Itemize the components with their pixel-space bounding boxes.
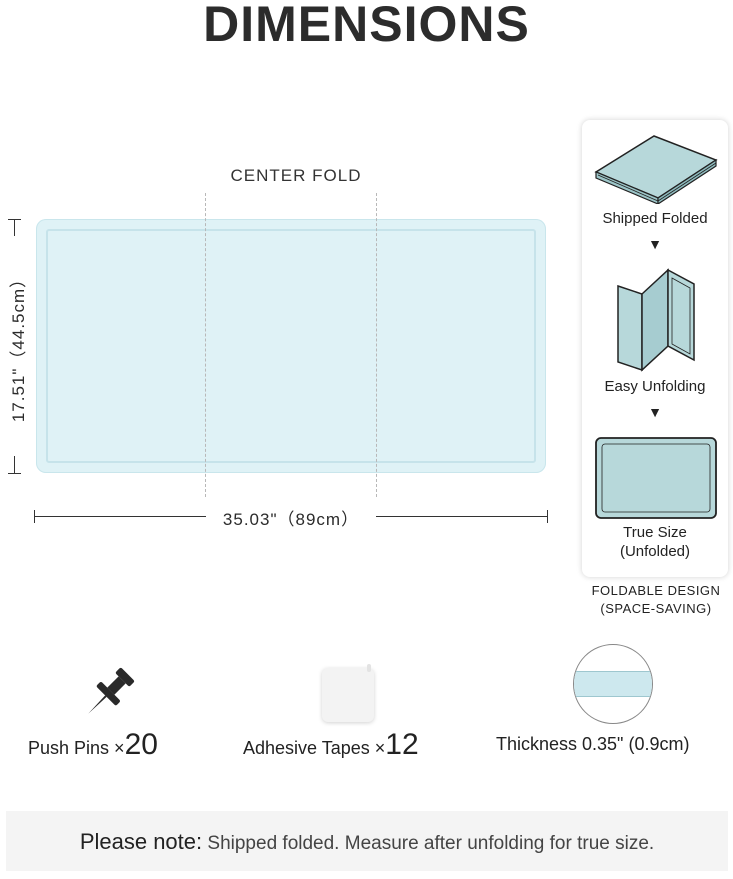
note-body: Shipped folded. Measure after unfolding …	[202, 833, 655, 854]
page-title: DIMENSIONS	[203, 0, 530, 52]
thickness-sample-icon	[573, 644, 653, 724]
step-true-size: True Size	[623, 524, 687, 541]
folded-mat-icon	[594, 135, 718, 204]
mat-inner-border	[46, 229, 536, 463]
height-dimension-label: 17.51"（44.5cm）	[4, 236, 28, 456]
push-pins-count: 20	[124, 728, 158, 761]
thickness-label: Thickness 0.35" (0.9cm)	[496, 734, 690, 754]
fold-line-left	[205, 193, 206, 497]
space-saving-caption: (SPACE-SAVING)	[600, 601, 712, 616]
fold-line-right	[376, 193, 377, 497]
note-text: Please note: Shipped folded. Measure aft…	[6, 829, 728, 855]
arrow-down-icon: ▼	[648, 236, 662, 252]
width-dimension-label: 35.03"（89cm）	[206, 505, 376, 530]
note-bar	[6, 811, 728, 871]
push-pins-label: Push Pins ×	[28, 738, 125, 758]
tapes-label: Adhesive Tapes ×	[243, 738, 386, 758]
height-dimension-cap-top	[8, 219, 21, 220]
height-dimension-cap-bottom	[8, 473, 21, 474]
step-true-size-unfolded: (Unfolded)	[619, 543, 691, 560]
arrow-down-icon: ▼	[648, 404, 662, 420]
tapes-count: 12	[385, 728, 419, 761]
unfolding-mat-icon	[617, 268, 695, 372]
true-size-mat-icon	[595, 437, 717, 519]
adhesive-tape-icon	[322, 664, 374, 722]
width-dimension-cap-right	[547, 510, 548, 523]
width-dimension-cap-left	[34, 510, 35, 523]
step-shipped-folded: Shipped Folded	[602, 210, 708, 227]
desk-mat	[36, 219, 546, 473]
note-prefix: Please note:	[79, 829, 203, 854]
center-fold-label: CENTER FOLD	[230, 166, 362, 185]
step-easy-unfolding: Easy Unfolding	[604, 378, 706, 395]
foldable-design-caption: FOLDABLE DESIGN	[591, 583, 721, 598]
push-pin-icon	[88, 667, 135, 714]
